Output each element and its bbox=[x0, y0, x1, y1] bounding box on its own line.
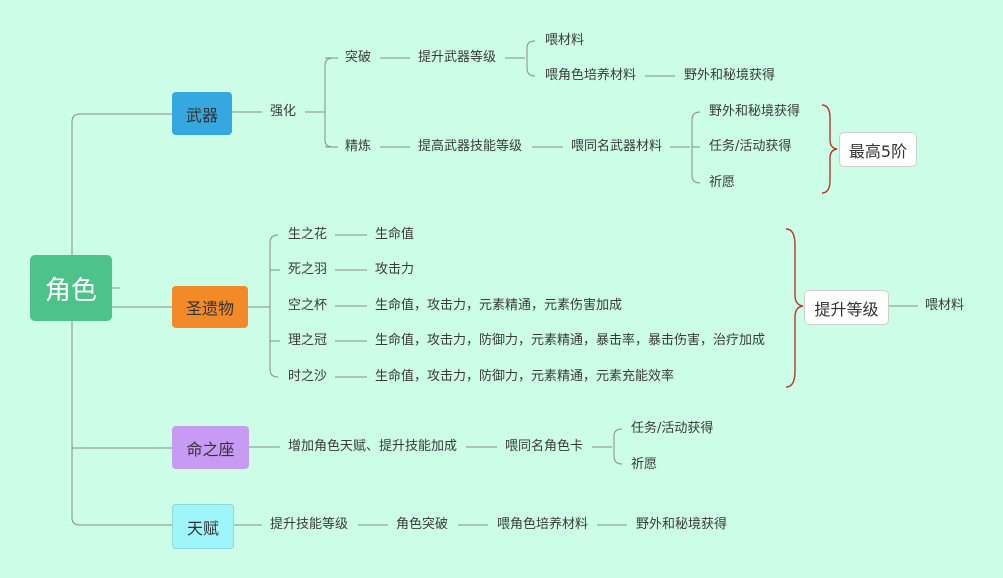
refine-node[interactable]: 精炼 bbox=[345, 139, 372, 154]
breakthrough-node[interactable]: 突破 bbox=[345, 50, 372, 65]
artifact-feed-node[interactable]: 喂材料 bbox=[925, 298, 965, 313]
raise-skill-level-node[interactable]: 提升技能等级 bbox=[270, 517, 349, 532]
artifact-node[interactable]: 圣遗物 bbox=[172, 286, 248, 328]
constellation-source-node[interactable]: 祈愿 bbox=[631, 457, 658, 472]
artifact-stats-plume[interactable]: 攻击力 bbox=[375, 262, 415, 277]
artifact-piece-circlet[interactable]: 理之冠 bbox=[288, 333, 328, 348]
feed-char-material-node[interactable]: 喂角色培养材料 bbox=[545, 68, 637, 83]
artifact-stats-flower[interactable]: 生命值 bbox=[375, 227, 415, 242]
feed-same-weapon-node[interactable]: 喂同名武器材料 bbox=[571, 139, 663, 154]
artifact-stats-sands[interactable]: 生命值，攻击力，防御力，元素精通，元素充能效率 bbox=[375, 369, 675, 384]
artifact-piece-flower[interactable]: 生之花 bbox=[288, 227, 328, 242]
field-domain-node[interactable]: 野外和秘境获得 bbox=[684, 68, 776, 83]
root-trunk-lower bbox=[71, 321, 172, 526]
artifact-upgrade-summary[interactable]: 提升等级 bbox=[804, 290, 889, 325]
talent-source-node[interactable]: 野外和秘境获得 bbox=[636, 517, 728, 532]
materials-bracket bbox=[526, 40, 536, 77]
raise-weapon-level-node[interactable]: 提升武器等级 bbox=[418, 50, 497, 65]
const-sources-bracket bbox=[613, 428, 623, 465]
talent-feed-node[interactable]: 喂角色培养材料 bbox=[497, 517, 589, 532]
strengthen-bracket bbox=[324, 57, 334, 148]
max-refine-summary[interactable]: 最高5阶 bbox=[839, 132, 917, 167]
raise-weapon-skill-node[interactable]: 提高武器技能等级 bbox=[418, 139, 523, 154]
constellation-source-node[interactable]: 任务/活动获得 bbox=[631, 421, 714, 436]
constellation-effect-node[interactable]: 增加角色天赋、提升技能加成 bbox=[288, 439, 458, 454]
root-trunk bbox=[71, 113, 172, 255]
feed-material-node[interactable]: 喂材料 bbox=[545, 33, 585, 48]
weapon-node[interactable]: 武器 bbox=[172, 92, 232, 135]
root-node[interactable]: 角色 bbox=[30, 255, 112, 321]
artifact-piece-goblet[interactable]: 空之杯 bbox=[288, 298, 328, 313]
feed-same-char-node[interactable]: 喂同名角色卡 bbox=[505, 439, 584, 454]
weapon-source-node[interactable]: 祈愿 bbox=[709, 175, 736, 190]
artifact-stats-goblet[interactable]: 生命值，攻击力，元素精通，元素伤害加成 bbox=[375, 298, 623, 313]
artifact-piece-plume[interactable]: 死之羽 bbox=[288, 262, 328, 277]
artifact-stats-circlet[interactable]: 生命值，攻击力，防御力，元素精通，暴击率，暴击伤害，治疗加成 bbox=[375, 333, 766, 348]
talent-node[interactable]: 天赋 bbox=[172, 504, 234, 549]
artifact-piece-sands[interactable]: 时之沙 bbox=[288, 369, 328, 384]
constellation-node[interactable]: 命之座 bbox=[172, 426, 249, 469]
refine-summary-brace bbox=[821, 104, 838, 194]
strengthen-node[interactable]: 强化 bbox=[270, 104, 297, 119]
artifact-summary-brace bbox=[785, 228, 804, 388]
weapon-source-node[interactable]: 任务/活动获得 bbox=[709, 139, 792, 154]
weapon-source-node[interactable]: 野外和秘境获得 bbox=[709, 104, 801, 119]
pieces-bracket bbox=[269, 234, 279, 378]
char-breakthrough-node[interactable]: 角色突破 bbox=[396, 517, 449, 532]
